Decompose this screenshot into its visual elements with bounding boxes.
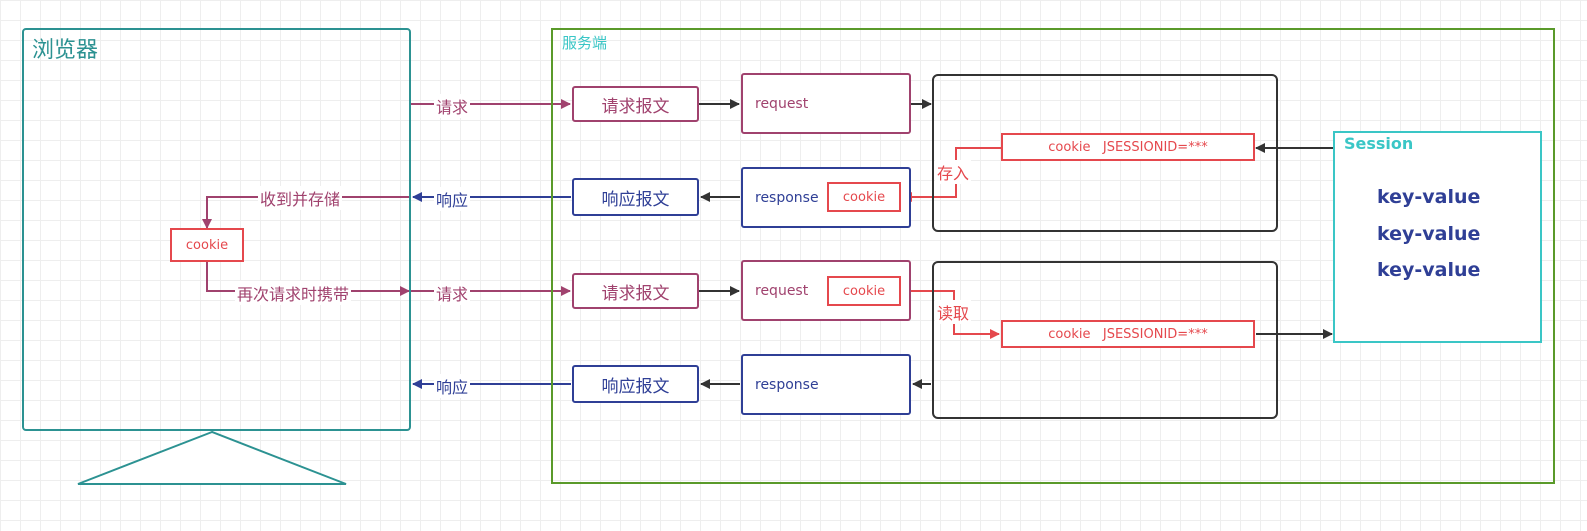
- browser-stand: [77, 430, 347, 485]
- session-store: [1333, 131, 1542, 343]
- arrow-receive-store: [202, 196, 411, 229]
- request-object-1: request: [741, 73, 911, 134]
- response-object-1-label: response: [755, 189, 819, 206]
- label-resend: 再次请求时携带: [235, 281, 352, 305]
- request-object-2: request: [741, 260, 911, 321]
- request-message-1: 请求报文: [572, 86, 699, 122]
- jsessionid-cookie-2: cookie JSESSIONID=***: [1001, 320, 1255, 348]
- response-object-2: response: [741, 354, 911, 415]
- label-response-1: 响应: [434, 187, 471, 211]
- browser-window: [22, 28, 411, 431]
- server-title: 服务端: [562, 34, 608, 52]
- server-container: [551, 28, 1555, 484]
- label-read: 读取: [935, 300, 972, 324]
- jsessionid-cookie-1: cookie JSESSIONID=***: [1001, 133, 1255, 161]
- response-cookie: cookie: [827, 182, 901, 212]
- browser-title: 浏览器: [32, 38, 99, 63]
- label-receive-store: 收到并存储: [258, 186, 343, 210]
- session-entry-3: key-value: [1377, 259, 1481, 281]
- response-message-2: 响应报文: [572, 365, 699, 403]
- request-message-2: 请求报文: [572, 273, 699, 309]
- label-request-2: 请求: [434, 281, 471, 305]
- server-handler-1: [932, 74, 1278, 232]
- session-title: Session: [1344, 134, 1414, 153]
- session-entry-1: key-value: [1377, 186, 1481, 208]
- session-entry-2: key-value: [1377, 223, 1481, 245]
- response-message-1: 响应报文: [572, 178, 699, 216]
- request-cookie: cookie: [827, 276, 901, 306]
- browser-cookie: cookie: [170, 228, 244, 262]
- label-request-1: 请求: [434, 94, 471, 118]
- label-store: 存入: [935, 160, 972, 184]
- request-object-2-label: request: [755, 282, 809, 299]
- server-handler-2: [932, 261, 1278, 419]
- label-response-2: 响应: [434, 374, 471, 398]
